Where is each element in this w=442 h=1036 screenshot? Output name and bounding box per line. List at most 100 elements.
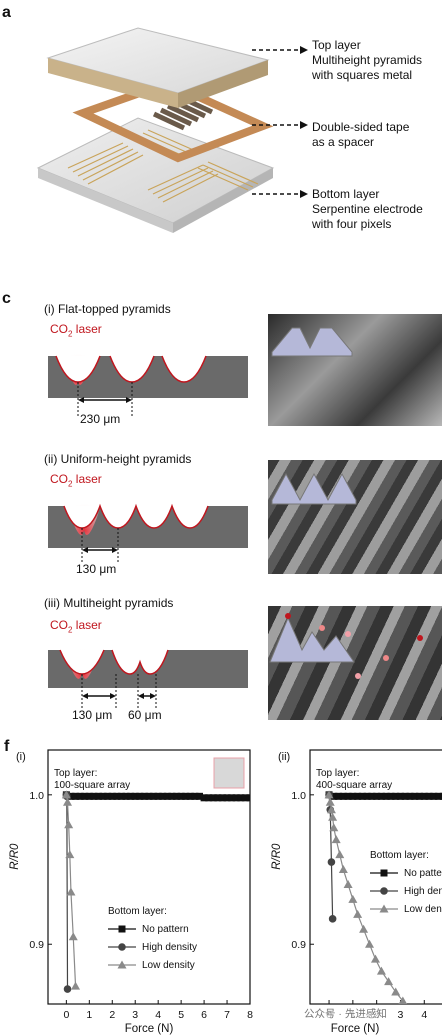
data-point-square xyxy=(246,794,250,802)
data-point-square xyxy=(168,792,176,800)
row-iii-dim-130: 130 μm xyxy=(72,708,113,722)
series-group xyxy=(61,790,250,993)
data-point-square xyxy=(67,792,75,800)
row-ii-laser-cross-section xyxy=(48,490,248,562)
annotation-line: Top layer: xyxy=(316,768,359,779)
data-point-square xyxy=(363,792,371,800)
data-point-triangle xyxy=(65,850,75,859)
data-point-square xyxy=(85,792,93,800)
chart-2: (ii)Top layer:400-square array0.91.00123… xyxy=(271,749,442,1035)
data-point-square xyxy=(95,792,102,800)
row-iii-title: (iii) Multiheight pyramids xyxy=(44,596,174,610)
data-point-square xyxy=(117,792,125,800)
panel-f-letter: f xyxy=(4,738,10,755)
legend-marker-triangle xyxy=(379,904,389,913)
data-point-square xyxy=(72,792,80,800)
y-tick-label: 0.9 xyxy=(291,939,306,951)
data-point-square xyxy=(228,794,236,802)
data-point-square xyxy=(241,794,249,802)
panel-a-letter: a xyxy=(2,4,11,21)
series-group xyxy=(324,790,442,1004)
y-axis-label: R/R0 xyxy=(271,843,283,870)
data-point-square xyxy=(163,792,171,800)
plot-frame xyxy=(47,749,251,1005)
data-point-square xyxy=(237,794,245,802)
data-point-triangle xyxy=(338,865,348,874)
y-axis-label: R/R0 xyxy=(9,843,21,870)
callout-arrows xyxy=(252,46,308,198)
row-ii-dim-130: 130 μm xyxy=(76,562,117,576)
data-point-circle xyxy=(327,858,336,866)
row-ii-laser-label: CO2 laser xyxy=(50,472,102,489)
data-point-triangle xyxy=(329,823,339,832)
watermark: 公众号 · 先进感知 xyxy=(302,1006,389,1021)
row-iii-sem-image xyxy=(268,606,442,720)
data-point-square xyxy=(200,794,208,802)
data-point-square xyxy=(411,792,419,800)
data-point-square xyxy=(205,794,213,802)
data-point-square xyxy=(368,792,376,800)
data-point-triangle xyxy=(384,977,394,986)
x-tick-label: 5 xyxy=(178,1009,184,1021)
data-point-square xyxy=(90,792,98,800)
row-ii-title: (ii) Uniform-height pyramids xyxy=(44,452,192,466)
data-point-square xyxy=(232,794,240,802)
data-point-square xyxy=(81,792,89,800)
plot-frame xyxy=(309,749,442,1005)
y-tick-label: 1.0 xyxy=(29,790,44,802)
legend-marker-circle xyxy=(118,943,126,951)
data-point-square xyxy=(173,792,181,800)
data-point-triangle xyxy=(391,987,401,996)
data-point-square xyxy=(108,792,116,800)
data-point-circle xyxy=(63,985,72,993)
data-point-square xyxy=(344,792,352,800)
data-point-square xyxy=(223,794,231,802)
data-point-triangle xyxy=(365,939,375,948)
data-point-square xyxy=(182,792,190,800)
data-point-triangle xyxy=(63,797,73,806)
data-point-triangle xyxy=(68,932,78,941)
row-i-laser-cross-section xyxy=(48,340,248,418)
data-point-square xyxy=(140,792,148,800)
data-point-square xyxy=(127,792,135,800)
data-point-square xyxy=(76,792,84,800)
data-point-square xyxy=(406,792,414,800)
row-iii-dim-60: 60 μm xyxy=(128,708,162,722)
top-layer-thumbnail xyxy=(213,757,245,789)
x-axis-label: Force (N) xyxy=(331,1023,380,1035)
data-point-triangle xyxy=(348,894,358,903)
data-point-square xyxy=(99,792,107,800)
data-point-square xyxy=(154,792,162,800)
data-point-triangle xyxy=(343,879,353,888)
annotation-line: Top layer: xyxy=(54,768,97,779)
data-point-square xyxy=(425,792,433,800)
data-point-square xyxy=(218,794,226,802)
legend-label: No pattern xyxy=(404,868,442,879)
data-point-square xyxy=(416,792,424,800)
row-i-laser-label: CO2 laser xyxy=(50,322,102,339)
legend-marker-circle xyxy=(380,887,388,895)
data-point-triangle xyxy=(328,812,338,821)
device-exploded-illustration xyxy=(36,27,275,233)
data-point-square xyxy=(122,792,130,800)
legend-label: High density xyxy=(404,886,442,897)
data-point-triangle xyxy=(66,887,76,896)
data-point-square xyxy=(396,792,404,800)
annotation-line: 400-square array xyxy=(316,780,392,791)
data-point-circle xyxy=(328,915,337,923)
data-point-square xyxy=(136,792,144,800)
data-point-triangle xyxy=(376,966,386,975)
data-point-square xyxy=(377,792,385,800)
top-layer-plate xyxy=(46,27,270,108)
data-point-square xyxy=(420,792,428,800)
legend-marker-square xyxy=(118,925,126,933)
legend-marker-triangle xyxy=(117,960,127,969)
legend-label: Low density xyxy=(404,904,442,915)
legend-title: Bottom layer: xyxy=(370,850,429,861)
data-point-square xyxy=(150,792,158,800)
x-tick-label: 4 xyxy=(155,1009,161,1021)
row-iii-laser-label: CO2 laser xyxy=(50,618,102,635)
x-tick-label: 1 xyxy=(86,1009,92,1021)
